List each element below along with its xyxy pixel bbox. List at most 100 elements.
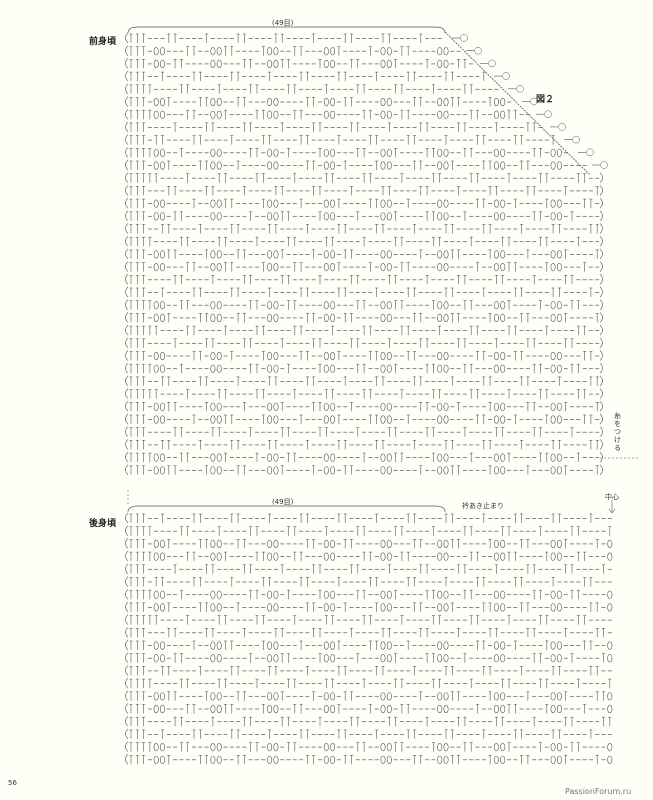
puff-stitch-mark (437, 313, 443, 323)
puff-stitch-mark (216, 97, 222, 107)
puff-stitch-mark (273, 212, 279, 221)
puff-stitch-mark (267, 692, 273, 701)
puff-stitch-mark (437, 590, 443, 599)
turning-chain (125, 388, 129, 399)
puff-stitch-mark (500, 692, 506, 701)
puff-stitch-mark (323, 539, 329, 549)
puff-stitch-mark (386, 453, 392, 462)
puff-stitch-mark (437, 301, 443, 310)
row-number-marker (530, 97, 538, 106)
turning-chain (125, 451, 129, 463)
puff-stitch-mark (210, 301, 216, 310)
puff-stitch-mark (493, 539, 499, 549)
puff-stitch-mark (273, 552, 279, 561)
puff-stitch-mark (160, 590, 166, 599)
puff-stitch-mark (216, 110, 222, 119)
puff-stitch-mark (330, 110, 336, 119)
puff-stitch-mark (386, 402, 392, 411)
puff-stitch-mark (386, 692, 392, 701)
puff-stitch-mark (443, 466, 449, 475)
puff-stitch-mark (273, 603, 279, 612)
turning-chain (125, 223, 129, 234)
puff-stitch-mark (500, 704, 506, 714)
puff-stitch-mark (493, 250, 499, 259)
puff-stitch-mark (437, 263, 443, 272)
puff-stitch-mark (267, 603, 273, 612)
puff-stitch-mark (216, 654, 222, 663)
turning-chain (125, 337, 129, 349)
puff-stitch-mark (380, 539, 386, 549)
puff-stitch-mark (330, 47, 336, 56)
puff-stitch-mark (323, 148, 329, 157)
puff-stitch-mark (500, 415, 506, 424)
puff-stitch-mark (160, 603, 166, 612)
turning-chain (125, 286, 129, 298)
puff-stitch-mark (210, 552, 216, 561)
puff-stitch-mark (267, 351, 273, 361)
puff-stitch-mark (380, 351, 386, 361)
puff-stitch-mark (273, 402, 279, 411)
puff-stitch-mark (273, 97, 279, 107)
puff-stitch-mark (323, 654, 329, 663)
puff-stitch-mark (323, 364, 329, 373)
puff-stitch-mark (153, 148, 159, 157)
puff-stitch-mark (267, 199, 273, 208)
puff-stitch-mark (550, 301, 556, 310)
puff-stitch-mark (323, 603, 329, 612)
puff-stitch-mark (500, 313, 506, 323)
puff-stitch-mark (160, 212, 166, 221)
puff-stitch-mark (267, 590, 273, 599)
turning-chain (599, 401, 603, 412)
puff-stitch-mark (216, 552, 222, 561)
puff-stitch-mark (437, 641, 443, 650)
puff-stitch-mark (153, 603, 159, 612)
puff-stitch-mark (323, 704, 329, 714)
puff-stitch-mark (153, 590, 159, 599)
puff-stitch-mark (323, 453, 329, 462)
puff-stitch-mark (153, 313, 159, 323)
puff-stitch-mark (210, 47, 216, 56)
puff-stitch-mark (380, 466, 386, 475)
puff-stitch-mark (210, 161, 216, 170)
puff-stitch-mark (216, 590, 222, 599)
puff-stitch-mark (386, 590, 392, 599)
puff-stitch-mark (550, 313, 556, 323)
puff-stitch-mark (216, 692, 222, 701)
puff-stitch-mark (330, 692, 336, 701)
puff-stitch-mark (443, 415, 449, 424)
puff-stitch-mark (380, 402, 386, 411)
puff-stitch-mark (323, 552, 329, 561)
puff-stitch-mark (380, 59, 386, 69)
puff-stitch-mark (323, 301, 329, 310)
turning-chain (125, 512, 129, 524)
puff-stitch-mark (500, 453, 506, 462)
puff-stitch-mark (443, 539, 449, 549)
puff-stitch-mark (216, 453, 222, 462)
attach-yarn-note: 糸をつける (614, 412, 621, 452)
puff-stitch-mark (500, 466, 506, 475)
puff-stitch-mark (556, 453, 562, 462)
puff-stitch-mark (153, 301, 159, 310)
turning-chain (125, 159, 129, 171)
turning-chain (125, 550, 129, 562)
puff-stitch-mark (330, 212, 336, 221)
puff-stitch-mark (607, 704, 613, 714)
puff-stitch-mark (267, 466, 273, 475)
puff-stitch-mark (323, 313, 329, 323)
puff-stitch-mark (330, 199, 336, 208)
back-stitch-count: (49目) (270, 497, 296, 507)
puff-stitch-mark (153, 161, 159, 170)
puff-stitch-mark (380, 552, 386, 561)
puff-stitch-mark (273, 110, 279, 119)
puff-stitch-mark (607, 692, 613, 701)
puff-stitch-mark (443, 704, 449, 714)
puff-stitch-mark (493, 263, 499, 272)
puff-stitch-mark (273, 364, 279, 373)
puff-stitch-mark (273, 59, 279, 69)
puff-stitch-mark (493, 212, 499, 221)
turning-chain (125, 614, 129, 625)
puff-stitch-mark (210, 148, 216, 157)
puff-stitch-mark (153, 250, 159, 259)
front-body-title: 前身頃 (89, 37, 117, 47)
row-number-marker (502, 72, 510, 80)
